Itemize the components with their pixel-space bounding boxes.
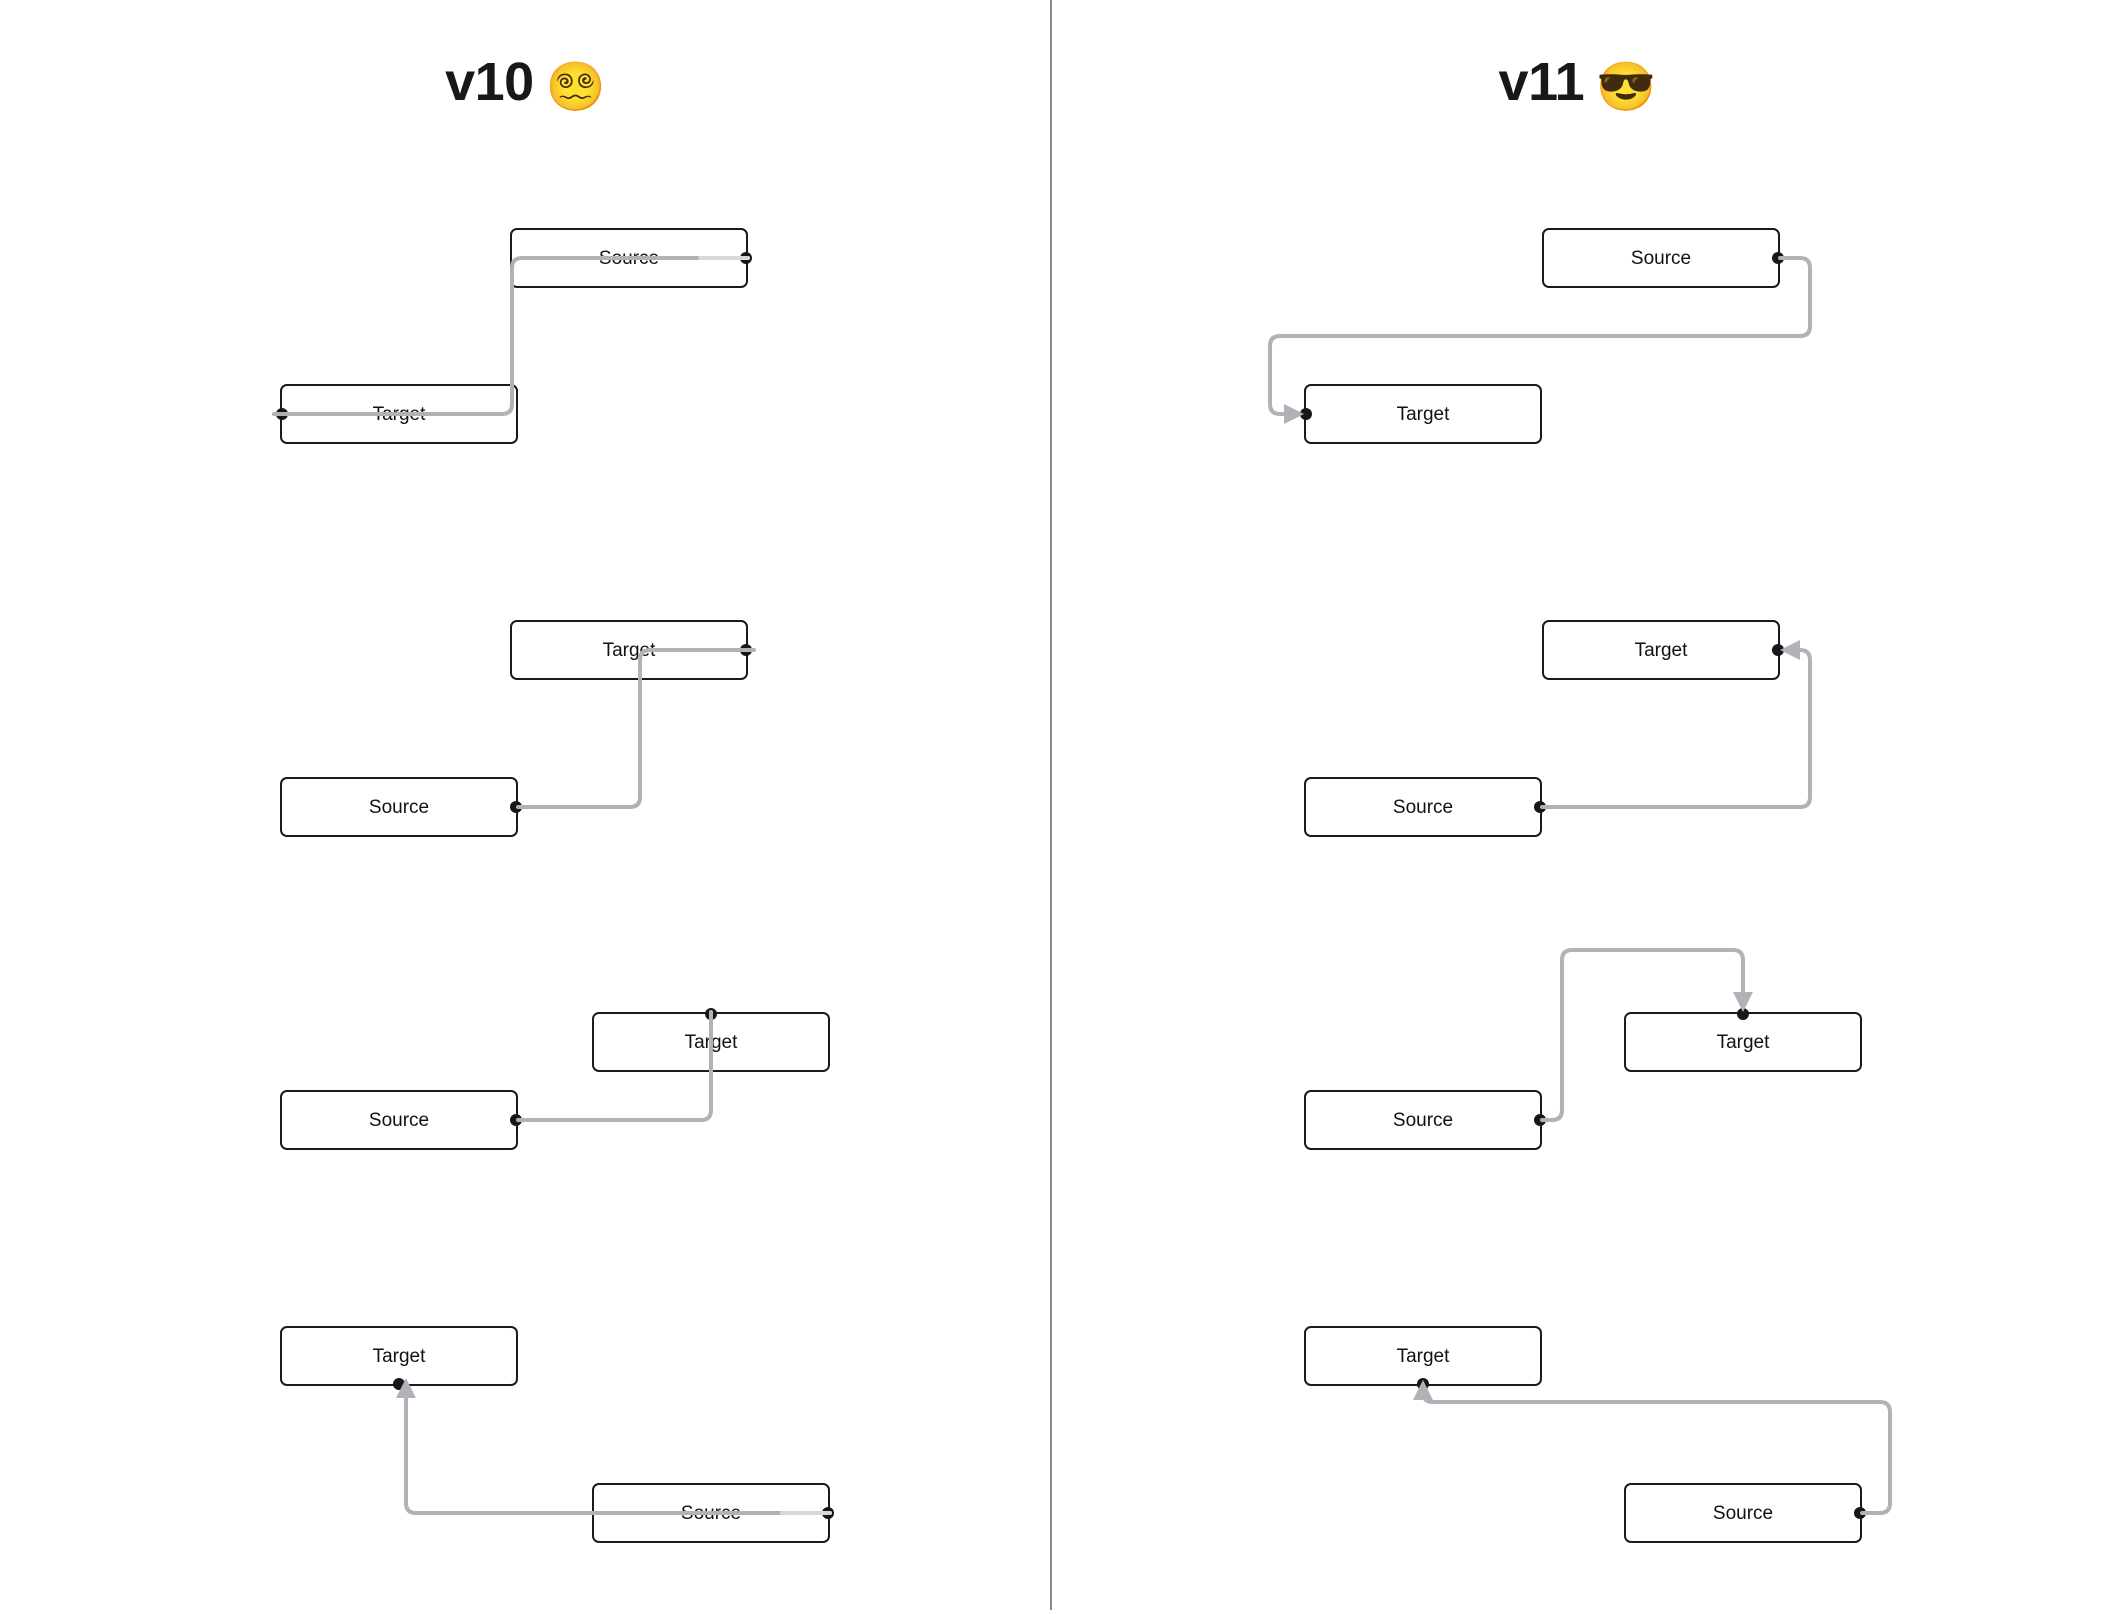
edge-v10-1[interactable] bbox=[272, 256, 750, 416]
handle-top[interactable] bbox=[1737, 1008, 1749, 1020]
edge-v11-1[interactable] bbox=[1268, 256, 1812, 416]
panel-title-v11: v11😎 bbox=[1052, 55, 2102, 112]
smiling-face-with-sunglasses-emoji: 😎 bbox=[1596, 61, 1656, 114]
arrowhead-v11-2 bbox=[1780, 640, 1800, 660]
panel-divider bbox=[1050, 0, 1052, 1610]
panel-title-text-v11: v11 bbox=[1498, 52, 1585, 112]
edge-v10-2[interactable] bbox=[516, 648, 756, 809]
handle-left[interactable] bbox=[1300, 408, 1312, 420]
arrowhead-v11-3 bbox=[1733, 992, 1753, 1012]
edge-v11-2[interactable] bbox=[1540, 648, 1812, 809]
arrowhead-v11-1 bbox=[1284, 404, 1304, 424]
node-target-v10-4[interactable]: Target bbox=[280, 1326, 518, 1390]
node-target-v11-3[interactable]: Target bbox=[1624, 1008, 1862, 1072]
arrowhead-v11-4 bbox=[1413, 1380, 1433, 1400]
panel-title-v10: v10😵‍💫 bbox=[0, 55, 1050, 112]
edge-layer-v10 bbox=[272, 256, 832, 1515]
edge-layer-v11 bbox=[1268, 256, 1892, 1515]
node-source-v11-1[interactable]: Source bbox=[1542, 228, 1784, 288]
edge-v11-3[interactable] bbox=[1540, 948, 1745, 1122]
panel-title-text-v10: v10 bbox=[445, 52, 534, 112]
edge-v10-3[interactable] bbox=[516, 1010, 713, 1122]
handle-right[interactable] bbox=[1772, 644, 1784, 656]
node-source-v10-3[interactable]: Source bbox=[280, 1090, 522, 1150]
panel-v10: v10😵‍💫 Source Target Target bbox=[0, 0, 1050, 1615]
panel-v11: v11😎 Source Target Target bbox=[1052, 0, 2102, 1615]
edge-v11-4[interactable] bbox=[1421, 1390, 1892, 1515]
edge-v10-4[interactable] bbox=[404, 1390, 832, 1515]
arrowhead-v10-4 bbox=[396, 1378, 416, 1398]
face-with-spiral-eyes-emoji: 😵‍💫 bbox=[545, 61, 606, 114]
